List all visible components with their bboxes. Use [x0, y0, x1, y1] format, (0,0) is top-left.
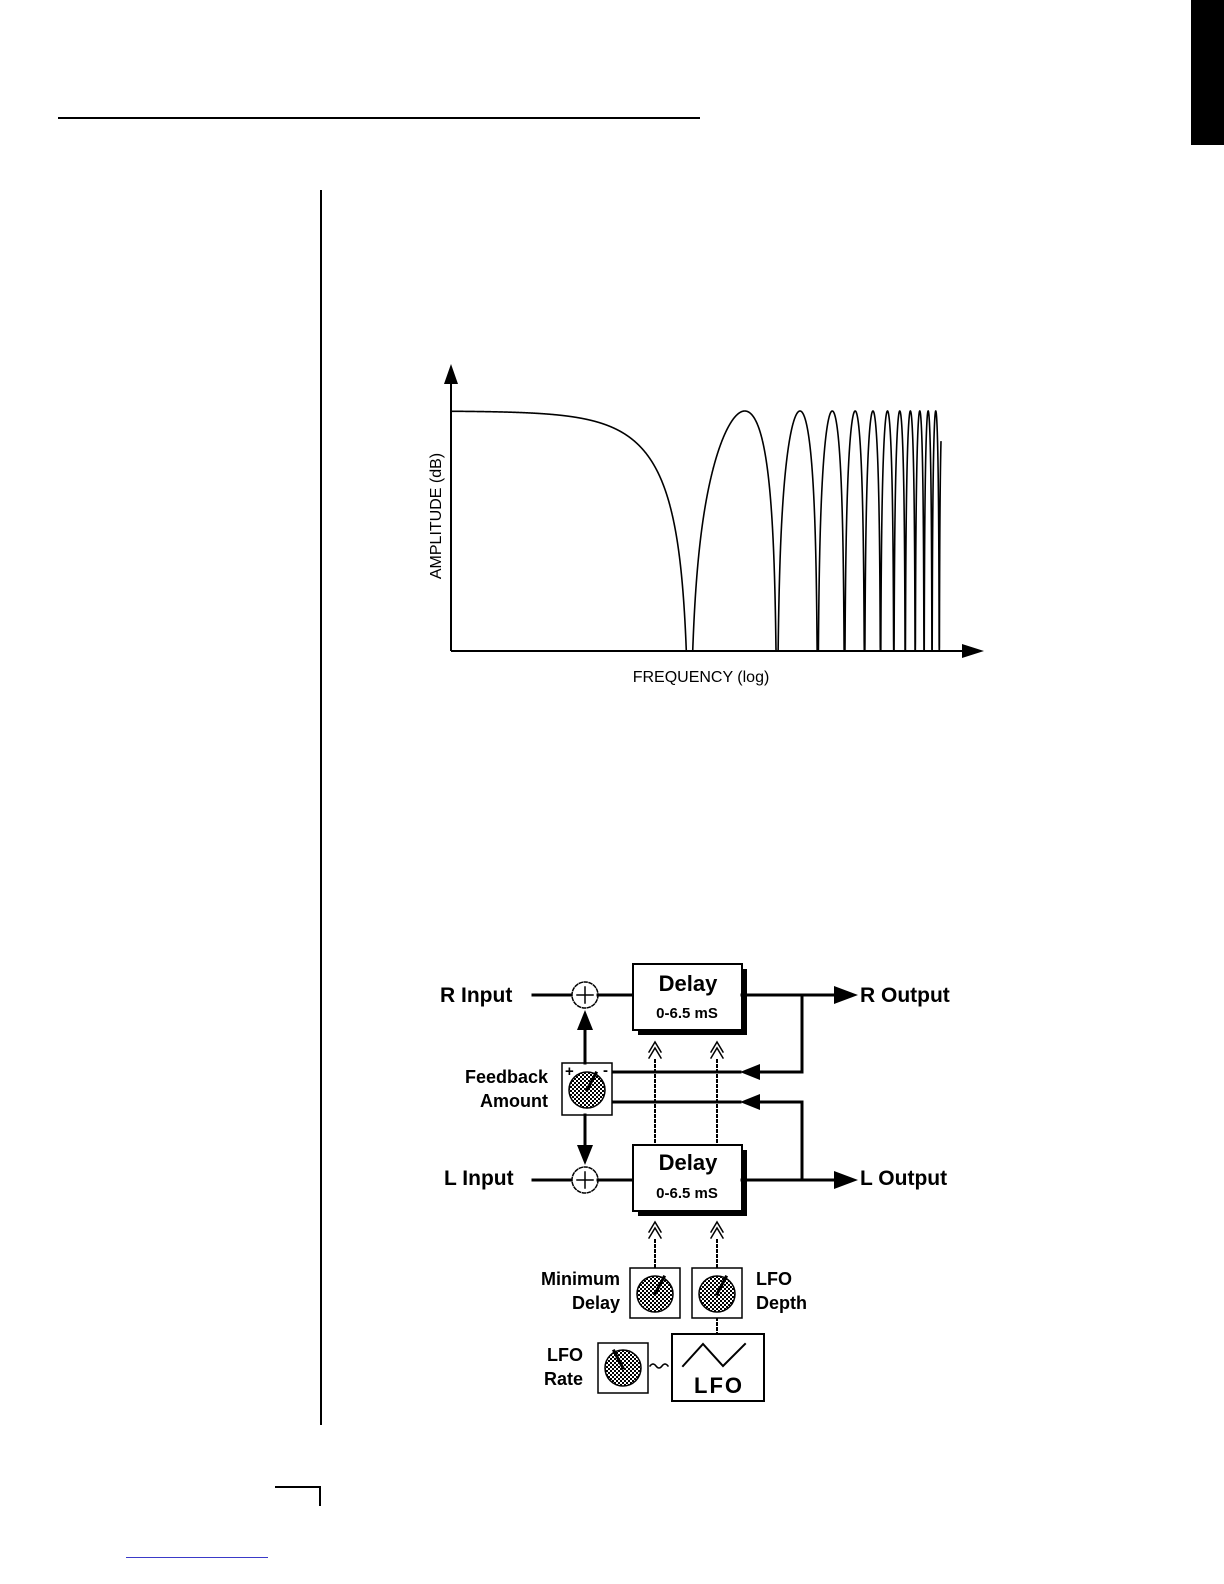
min-delay-label-line1: Minimum — [541, 1269, 620, 1289]
frequency-response-curve — [451, 411, 941, 651]
r-mixer — [572, 982, 598, 1008]
y-axis-label: AMPLITUDE (dB) — [428, 453, 445, 579]
l-mixer — [572, 1167, 598, 1193]
lfo-depth-label-line1: LFO — [756, 1269, 792, 1289]
feedback-label-line1: Feedback — [465, 1067, 549, 1087]
lfo-rate-label-line1: LFO — [547, 1345, 583, 1365]
l-delay-range: 0-6.5 mS — [656, 1185, 718, 1202]
feedback-label-line2: Amount — [480, 1091, 548, 1111]
r-input-label: R Input — [440, 984, 512, 1007]
feedback-minus-sign: - — [603, 1062, 608, 1079]
y-axis-arrow — [444, 364, 458, 384]
lfo-depth-label-line2: Depth — [756, 1293, 807, 1313]
feedback-r-arrow — [577, 1010, 593, 1030]
lfo-box: LFO — [672, 1334, 764, 1401]
lfo-rate-knob — [598, 1343, 648, 1393]
l-input-label: L Input — [444, 1167, 514, 1190]
r-delay-box: Delay 0-6.5 mS — [633, 964, 747, 1035]
comb-filter-graph: AMPLITUDE (dB) FREQUENCY (log) — [428, 364, 984, 686]
l-output-arrow — [834, 1171, 858, 1189]
flanger-block-diagram: R Input L Input Delay 0-6.5 mS — [440, 964, 950, 1401]
r-output-label: R Output — [860, 984, 950, 1007]
lfo-depth-knob — [692, 1268, 742, 1318]
l-feedback-arrow — [740, 1094, 760, 1110]
x-axis-arrow — [962, 644, 984, 658]
r-delay-range: 0-6.5 mS — [656, 1005, 718, 1022]
feedback-l-arrow — [577, 1145, 593, 1165]
x-axis-label: FREQUENCY (log) — [633, 669, 770, 686]
feedback-amount-knob: + - — [562, 1062, 612, 1115]
l-delay-box: Delay 0-6.5 mS — [633, 1145, 747, 1216]
lfo-rate-connector — [650, 1364, 668, 1368]
r-output-arrow — [834, 986, 858, 1004]
r-feedback-tap — [760, 995, 802, 1072]
feedback-plus-sign: + — [565, 1063, 574, 1080]
lfo-rate-label-line2: Rate — [544, 1369, 583, 1389]
r-delay-title: Delay — [659, 971, 718, 996]
minimum-delay-knob — [630, 1268, 680, 1318]
l-delay-title: Delay — [659, 1150, 718, 1175]
l-output-label: L Output — [860, 1167, 947, 1190]
r-feedback-arrow — [740, 1064, 760, 1080]
lfo-box-label: LFO — [694, 1373, 744, 1398]
l-feedback-tap — [760, 1102, 802, 1180]
min-delay-label-line2: Delay — [572, 1293, 620, 1313]
